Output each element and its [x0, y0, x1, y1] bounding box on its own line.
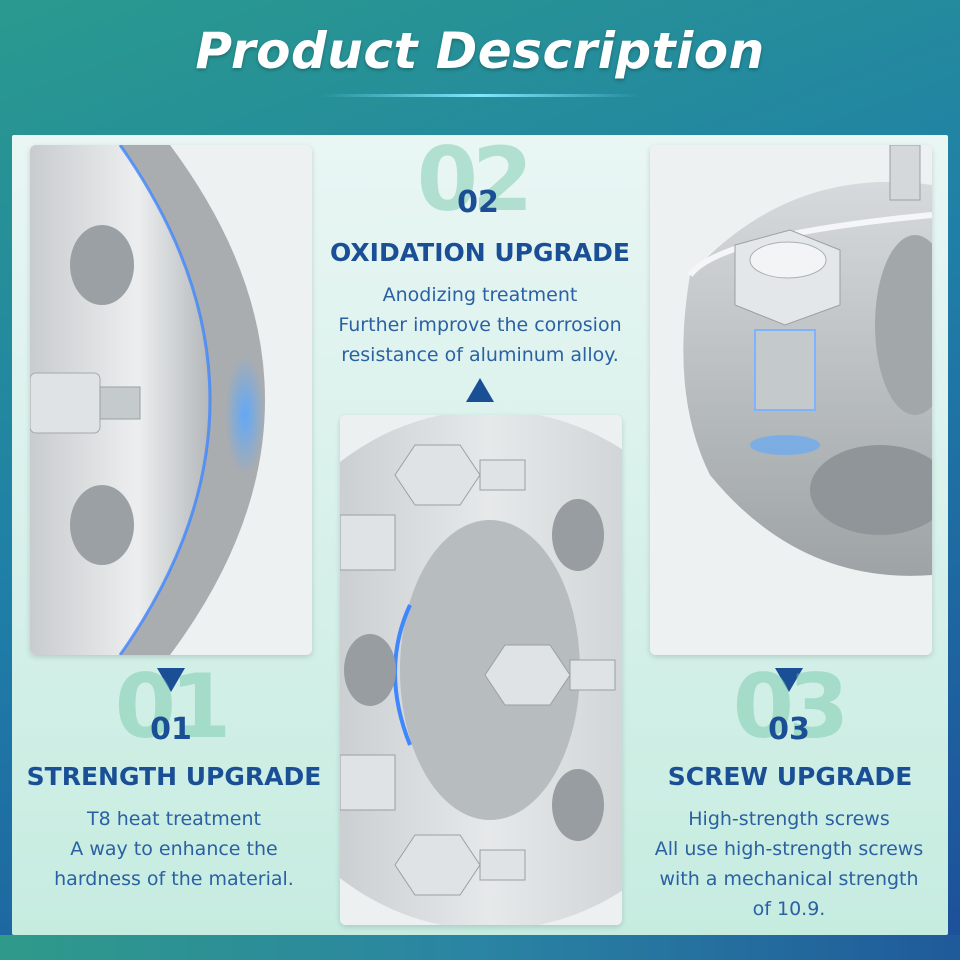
page-title: Product Description	[195, 22, 765, 80]
spacer-closeup-image	[30, 145, 312, 655]
feature-3-description: High-strength screws All use high-streng…	[626, 804, 952, 924]
feature-1-line-3: hardness of the material.	[54, 868, 294, 890]
feature-3-pointer-down	[775, 668, 803, 692]
feature-1-number-watermark: 01	[114, 655, 231, 758]
feature-2-number: 02	[457, 185, 499, 220]
feature-2-description: Anodizing treatment Further improve the …	[310, 280, 650, 370]
screw-photo	[650, 145, 932, 655]
spacer-bolt-image	[650, 145, 932, 655]
feature-1-heading: STRENGTH UPGRADE	[26, 762, 322, 791]
feature-1-line-2: A way to enhance the	[70, 838, 278, 860]
oxidation-photo	[340, 415, 622, 925]
feature-2-line-2: Further improve the corrosion	[338, 314, 622, 336]
feature-3-line-1: High-strength screws	[688, 808, 890, 830]
feature-1-line-1: T8 heat treatment	[87, 808, 261, 830]
feature-2-pointer-up	[466, 378, 494, 402]
feature-1-pointer-down	[157, 668, 185, 692]
feature-1-description: T8 heat treatment A way to enhance the h…	[20, 804, 328, 894]
feature-2-line-1: Anodizing treatment	[382, 284, 578, 306]
strength-photo	[30, 145, 312, 655]
title-underline	[320, 94, 640, 97]
feature-1-number: 01	[150, 712, 192, 747]
feature-3-line-4: of 10.9.	[752, 898, 826, 920]
footer-strip	[0, 935, 960, 960]
spacer-front-image	[340, 415, 622, 925]
feature-3-line-2: All use high-strength screws	[654, 838, 924, 860]
header: Product Description	[0, 0, 960, 130]
feature-3-heading: SCREW UPGRADE	[667, 762, 913, 791]
feature-2-heading: OXIDATION UPGRADE	[330, 238, 630, 267]
feature-3-line-3: with a mechanical strength	[659, 868, 919, 890]
feature-3-number: 03	[768, 712, 810, 747]
feature-2-line-3: resistance of aluminum alloy.	[341, 344, 619, 366]
feature-3-number-watermark: 03	[732, 655, 849, 758]
feature-2-number-watermark: 02	[416, 128, 533, 231]
